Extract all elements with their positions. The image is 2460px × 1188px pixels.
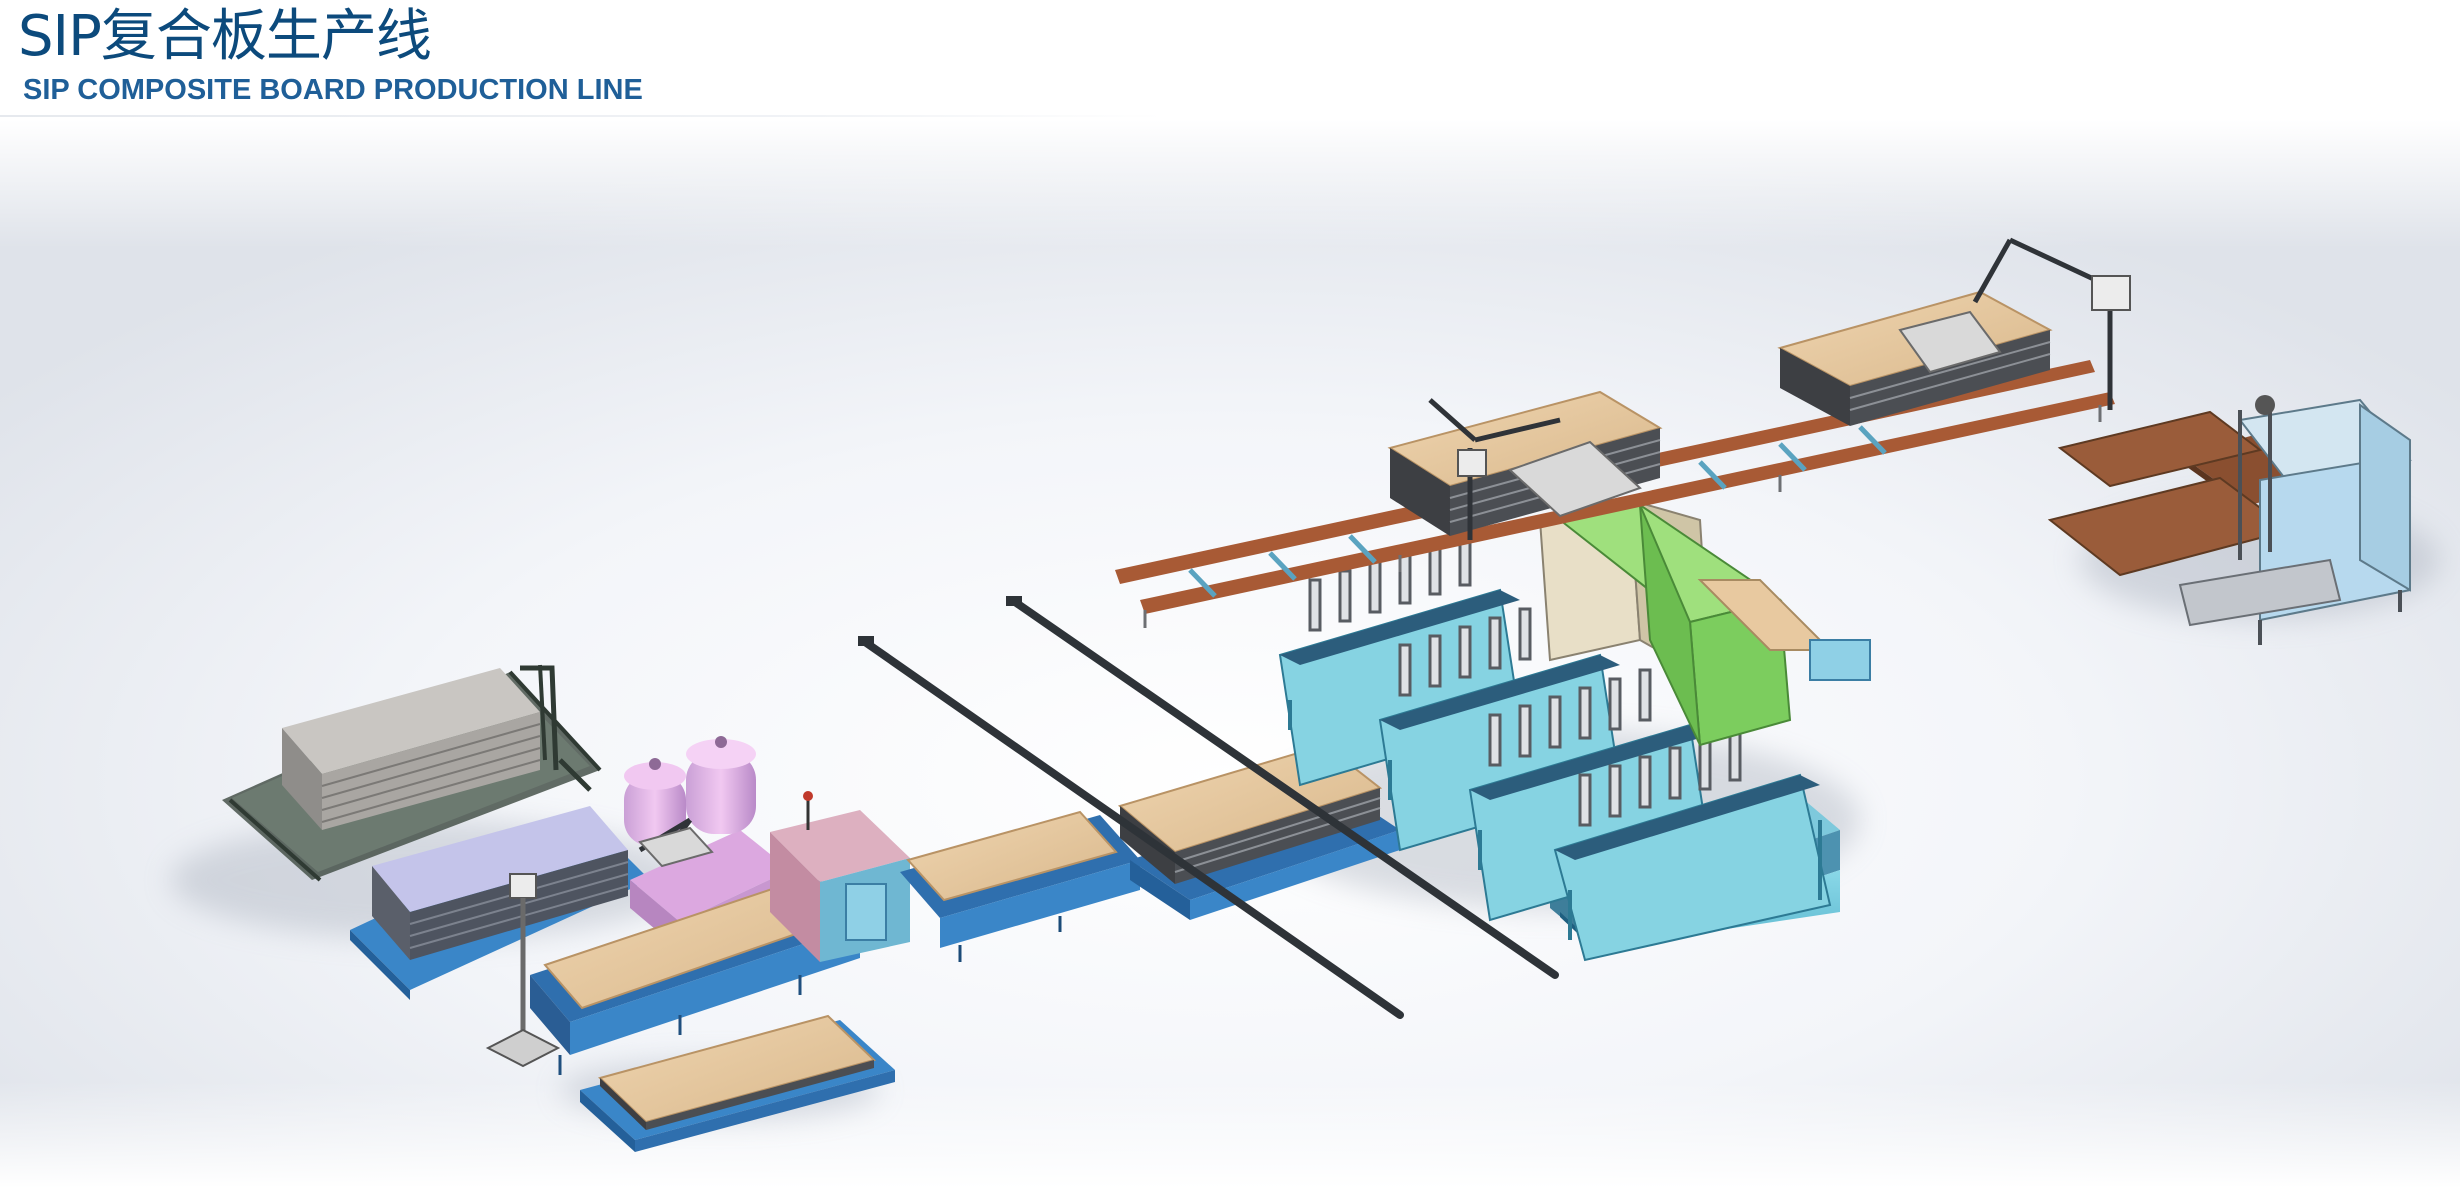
arm-motor-box-right [2091,275,2131,311]
lavender-board-stack [350,806,650,1000]
upper-board-stack-2 [1777,290,2053,426]
page-subtitle: SIP COMPOSITE BOARD PRODUCTION LINE [23,74,643,106]
page-title: SIP复合板生产线 [18,4,432,69]
header-divider [0,115,1165,117]
foaming-module [1538,498,1871,747]
transfer-rails [861,598,1559,1019]
glue-tanks [624,736,790,950]
edge-trimming-saw [2047,395,2412,645]
arm-motor-box-center [1457,449,1487,477]
suction-plate-center [1508,440,1642,518]
hot-press-unit [770,791,910,962]
rail-end-caps [858,596,1022,646]
middle-conveyor [900,810,1140,962]
finished-board-pallet [580,1014,895,1152]
suction-plate-left [638,826,714,868]
suction-plate-right [1898,310,2002,374]
board-stacking-rack [222,664,602,882]
transfer-arm-right [1972,237,2113,410]
control-post-left [485,873,561,1068]
page-header: SIP复合板生产线 SIP COMPOSITE BOARD PRODUCTION… [18,4,643,108]
